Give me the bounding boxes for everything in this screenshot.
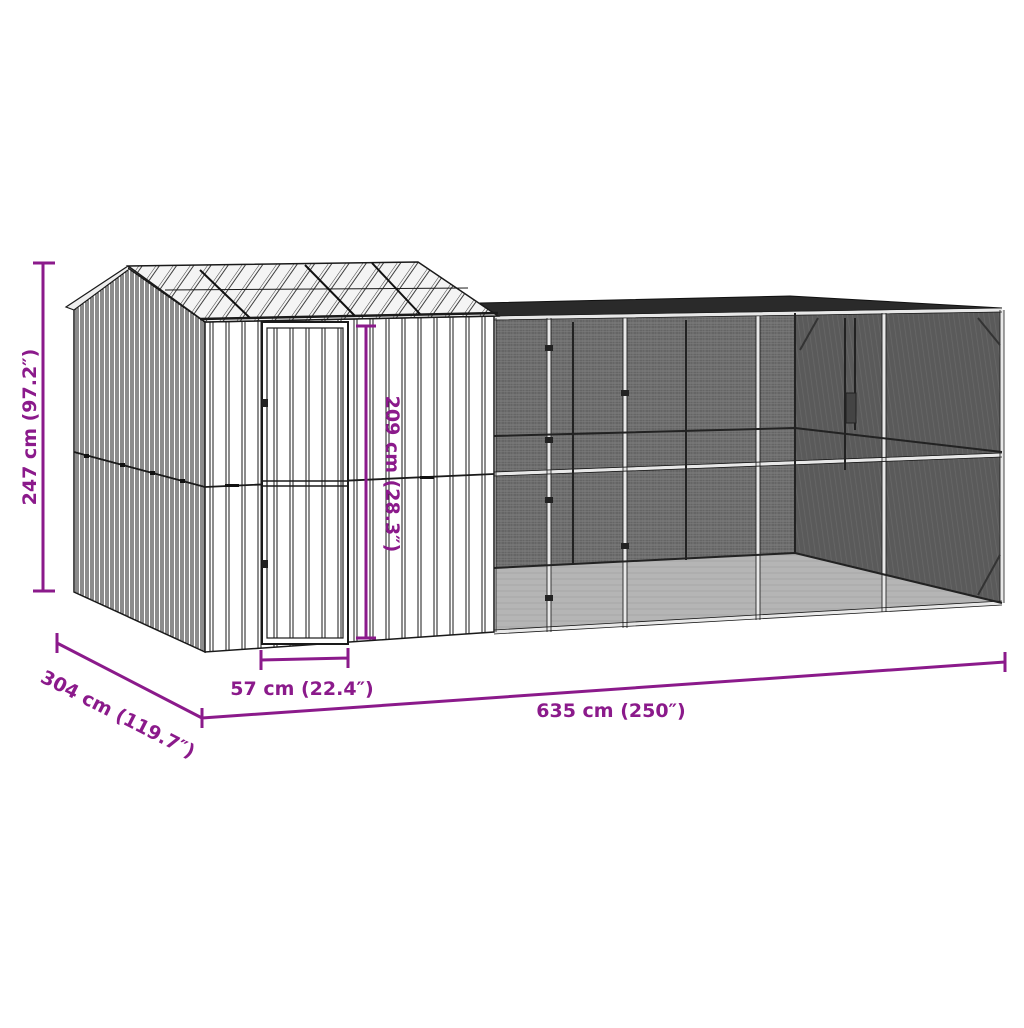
length-label: 635 cm (250″) xyxy=(536,700,685,722)
height-total-label: 247 cm (97.2″) xyxy=(19,349,41,506)
shed-side-wall xyxy=(73,267,206,654)
run-frame xyxy=(492,308,1004,634)
shed-front-wall xyxy=(204,315,495,653)
shed xyxy=(64,261,501,654)
dimension-lines xyxy=(33,261,1007,728)
door-height-label: 209 cm (28.3″) xyxy=(381,396,403,553)
shed-roof xyxy=(125,261,501,323)
door-width-label: 57 cm (22.4″) xyxy=(230,678,373,700)
mesh-run xyxy=(478,295,1005,635)
run-back-wall xyxy=(494,313,795,568)
depth-label: 304 cm (119.7″) xyxy=(37,666,198,763)
shed-door xyxy=(261,321,349,645)
